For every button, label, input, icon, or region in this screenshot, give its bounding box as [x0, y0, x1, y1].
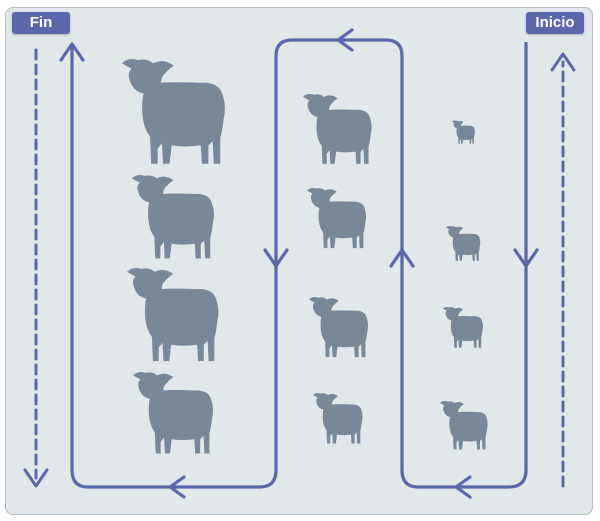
lamb-icon [122, 59, 225, 164]
end-dashed-arrow-down-icon [23, 468, 49, 488]
start-label: Inicio [526, 12, 584, 34]
lamb-icon [309, 297, 369, 358]
lamb-icon [452, 120, 475, 144]
lamb-icon [443, 307, 484, 348]
lamb-icon [313, 393, 363, 444]
lamb-icon [133, 372, 214, 454]
lamb-icon [303, 94, 372, 164]
diagram-panel [5, 7, 593, 515]
arrow-up-icon [389, 248, 415, 268]
lamb-icon [307, 188, 367, 249]
arrow-left-icon [168, 475, 186, 499]
lamb-icon [127, 268, 219, 362]
arrow-up-icon [59, 42, 85, 62]
arrow-left-icon [454, 475, 472, 499]
arrow-left-icon [336, 28, 354, 52]
lamb-icon [132, 175, 214, 259]
lamb-icon [446, 226, 481, 261]
start-dashed-arrow-up-icon [550, 52, 576, 72]
arrow-down-icon [513, 248, 539, 268]
lamb-icon [440, 401, 488, 450]
end-label: Fin [12, 12, 70, 34]
arrow-down-icon [263, 248, 289, 268]
